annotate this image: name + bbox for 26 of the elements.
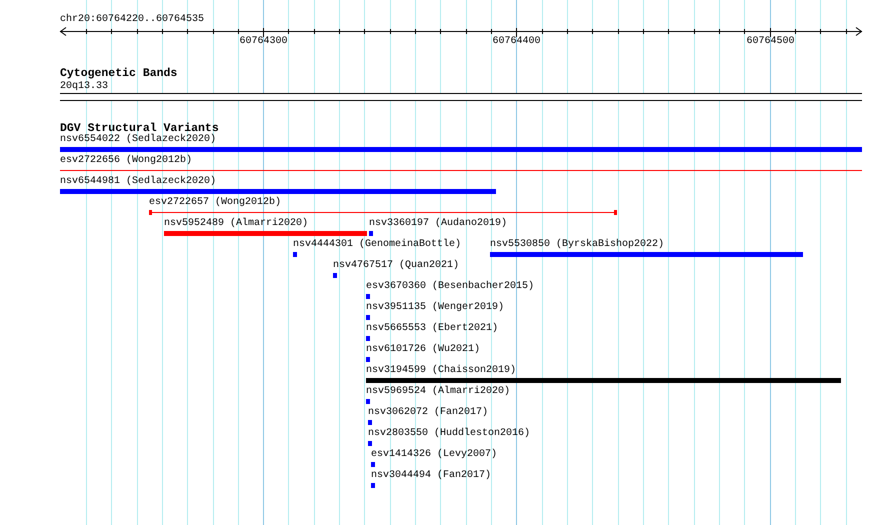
variant-label: nsv5665553 (Ebert2021) (366, 323, 498, 335)
tick-label: 60764300 (240, 36, 288, 48)
track-title: DGV Structural Variants (60, 122, 219, 135)
variant-label: nsv6101726 (Wu2021) (366, 344, 480, 356)
variant-label: esv2722657 (Wong2012b) (149, 197, 282, 209)
variant-label: nsv2803550 (Huddleston2016) (368, 428, 530, 440)
track-title: Cytogenetic Bands (60, 67, 178, 80)
variant-label: esv1414326 (Levy2007) (371, 449, 498, 461)
variant-label: esv2722656 (Wong2012b) (60, 155, 194, 167)
variant-label: nsv4444301 (GenomeinaBottle) (293, 239, 462, 251)
band-label: 20q13.33 (60, 81, 110, 93)
variant-label: nsv5969524 (Almarri2020) (366, 386, 510, 398)
variant-label: nsv3044494 (Fan2017) (371, 470, 492, 482)
region-label: chr20:60764220..60764535 (60, 14, 204, 26)
variant-label: nsv4767517 (Quan2021) (333, 260, 460, 272)
variant-label: nsv6554022 (Sedlazeck2020) (60, 134, 218, 146)
variant-label: nsv5952489 (Almarri2020) (164, 218, 310, 230)
variant-label: nsv6544981 (Sedlazeck2020) (60, 176, 218, 188)
variant-label: nsv3951135 (Wenger2019) (366, 302, 504, 314)
variant-label: nsv3194599 (Chaisson2019) (366, 365, 518, 377)
variant-label: nsv5530850 (ByrskaBishop2022) (490, 239, 666, 251)
tick-label: 60764400 (492, 36, 540, 48)
tick-label: 60764500 (746, 36, 794, 48)
variant-label: nsv3062072 (Fan2017) (368, 407, 488, 419)
variant-label: esv3670360 (Besenbacher2015) (366, 281, 534, 293)
variant-label: nsv3360197 (Audano2019) (369, 218, 508, 230)
